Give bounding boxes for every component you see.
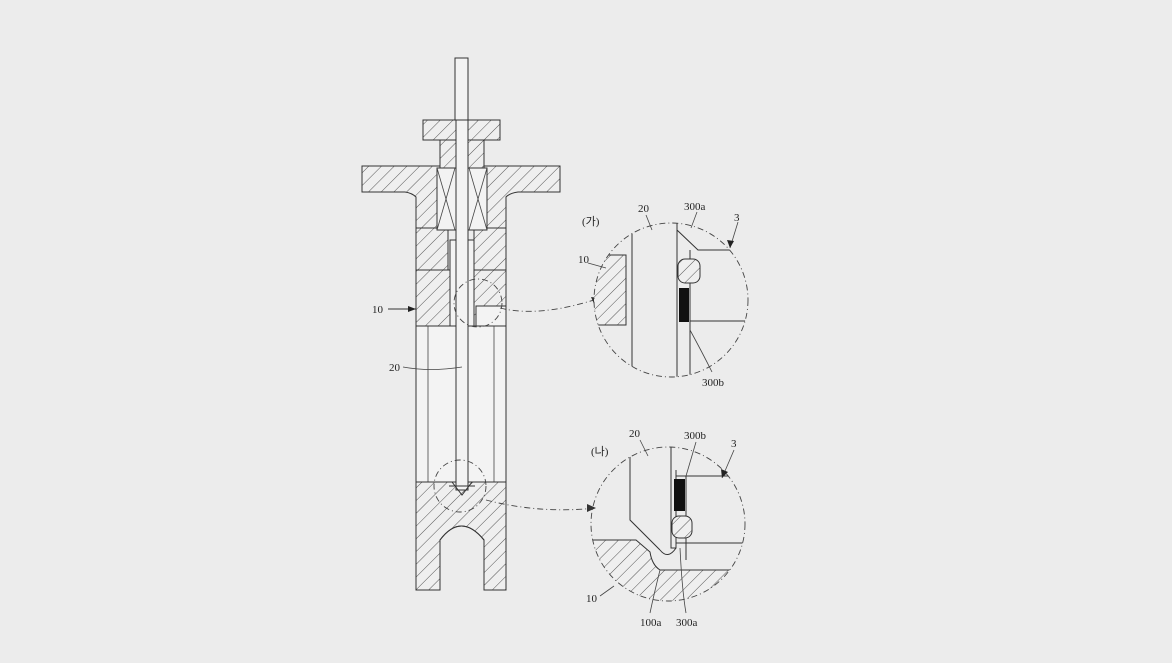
detail-a-title: (가): [582, 215, 600, 228]
detail-a-seal-ring: [677, 258, 701, 284]
detail-a-label-stem: 20: [638, 203, 650, 215]
detail-b-label-seal-ring: 300a: [676, 617, 698, 629]
detail-b-marker: [433, 459, 487, 513]
bore-step: [475, 305, 507, 327]
detail-b: [590, 439, 746, 614]
main-valve-assembly: [361, 57, 601, 591]
detail-a-label-ref: 3: [734, 212, 740, 224]
detail-b-label-body: 10: [586, 593, 598, 605]
detail-b-seal-ring: [671, 515, 693, 539]
detail-a-seal-pad: [679, 288, 689, 322]
valve-stem: [455, 119, 469, 491]
detail-a: [587, 211, 749, 378]
detail-b-body-block: [591, 539, 745, 601]
detail-a-marker: [453, 278, 503, 328]
arrow-to-detail-a: [499, 297, 601, 312]
arrow-to-detail-b: [485, 499, 597, 511]
detail-a-label-seal-ring: 300a: [684, 201, 706, 213]
detail-a-label-seal-pad: 300b: [702, 377, 725, 389]
packing-crosses: [436, 167, 488, 231]
neck-left: [415, 227, 449, 271]
label-main-body: 10: [372, 304, 384, 316]
detail-b-label-groove: 100a: [640, 617, 662, 629]
label-main-stem: 20: [389, 362, 401, 374]
detail-a-label-body: 10: [578, 254, 590, 266]
top-rod: [454, 57, 469, 121]
neck-right: [473, 227, 507, 271]
detail-b-circle: [590, 446, 746, 602]
detail-b-title: (나): [591, 445, 609, 458]
detail-b-label-stem: 20: [629, 428, 641, 440]
lower-body: [415, 481, 507, 591]
detail-b-label-seal-pad: 300b: [684, 430, 707, 442]
detail-b-label-ref: 3: [731, 438, 737, 450]
detail-b-seal-pad: [674, 479, 685, 511]
detail-a-circle: [593, 222, 749, 378]
